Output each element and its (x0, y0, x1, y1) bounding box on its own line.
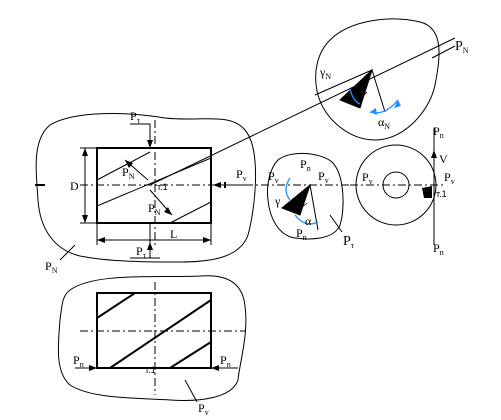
mid-pn2-label: Pn (296, 226, 307, 242)
bot-pn-left-arrowhead (89, 365, 97, 371)
bottom-helix-2 (109, 299, 212, 369)
bottom-helix-3 (169, 341, 212, 369)
flank-line (371, 69, 386, 113)
blob-bottom (57, 275, 247, 401)
mid-pv-label: Pv (268, 169, 279, 185)
gamma-arc (349, 87, 361, 105)
alpha-arrow2 (370, 108, 377, 115)
helix-line-3 (169, 201, 212, 224)
mid-pv2-label: Pv (318, 169, 329, 185)
mid-gamma-label: γ (274, 194, 281, 208)
workpiece-top-view: Pn Pn т.1 Pv (57, 275, 247, 417)
projection-line (149, 37, 456, 186)
bottom-helix-1 (96, 292, 136, 319)
pn-in-arrowhead-2 (164, 207, 172, 215)
gamma-tau-arc (285, 177, 291, 201)
alpha-n-label: αN (378, 115, 390, 131)
bot-pn-right-arrowhead (211, 365, 219, 371)
mid-alpha-label: α (305, 214, 312, 228)
gamma-n-label: γN (319, 65, 331, 81)
bot-pv-label: Pv (198, 401, 209, 417)
alpha-tau-arc (294, 214, 319, 225)
cross-section-view: Pn V Pv Pv т.1 Pn (350, 124, 455, 257)
pn-leader (431, 45, 456, 59)
helix-line-1 (96, 157, 212, 207)
tool-wedge-n (339, 68, 374, 109)
pn-left-label: PN (45, 259, 58, 275)
alpha-arrow (394, 100, 401, 108)
helix-line-2 (96, 151, 151, 181)
t1-left-label: т.1 (157, 182, 168, 192)
blob-top-right (315, 18, 440, 141)
right-pn-bot-label: Pn (433, 241, 444, 257)
ptau-top-arrowhead (147, 140, 153, 148)
dim-d-arrow-top (82, 148, 88, 156)
pv-left-arrowhead (213, 182, 221, 188)
dim-l-arrow-left (97, 237, 105, 243)
right-v-label: V (439, 152, 448, 166)
dim-d-arrow-bot (82, 215, 88, 223)
right-t1-label: т.1 (436, 189, 447, 199)
bot-pn-right-label: Pn (220, 353, 231, 369)
blob-left (35, 113, 257, 263)
right-pv2-label: Pv (444, 170, 455, 186)
hatch-tau (285, 191, 308, 214)
pn-in-label-1: PN (122, 165, 135, 181)
pn-left-leader (59, 244, 76, 261)
bot-pv-leader (184, 379, 198, 403)
section-n-plane: γN αN PN (314, 18, 469, 141)
mid-pn-label: Pn (300, 157, 311, 173)
ptau-bot-arrowhead (147, 242, 153, 250)
workpiece-front-view: D L Pτ Pτ PN PN т.1 Pv PN (35, 109, 257, 275)
tool-tip-cross (422, 186, 432, 198)
pn-in-arrowhead-1 (125, 160, 133, 168)
d-label: D (70, 179, 79, 193)
bot-t1-label: т.1 (145, 365, 156, 375)
pv-left-label: Pv (236, 167, 247, 183)
section-tau-plane: Pv Pn Pv γ α Pn Pτ (245, 153, 355, 250)
bot-pn-left-label: Pn (73, 353, 84, 369)
v-arrowhead (431, 150, 437, 158)
rake-line (314, 69, 373, 96)
dim-l-arrow-right (203, 237, 211, 243)
blob-middle (267, 153, 344, 240)
right-pv-label: Pv (362, 170, 373, 186)
ptau-top-label: Pτ (130, 109, 141, 125)
l-label: L (170, 227, 177, 241)
mid-ptau-leader (329, 214, 343, 233)
ptau-bot-label: Pτ (136, 244, 147, 260)
right-pn-top-label: Pn (433, 124, 444, 140)
pn-in-label-2: PN (148, 201, 161, 217)
pn-top-label: PN (455, 39, 469, 55)
mid-ptau-label: Pτ (343, 234, 355, 250)
